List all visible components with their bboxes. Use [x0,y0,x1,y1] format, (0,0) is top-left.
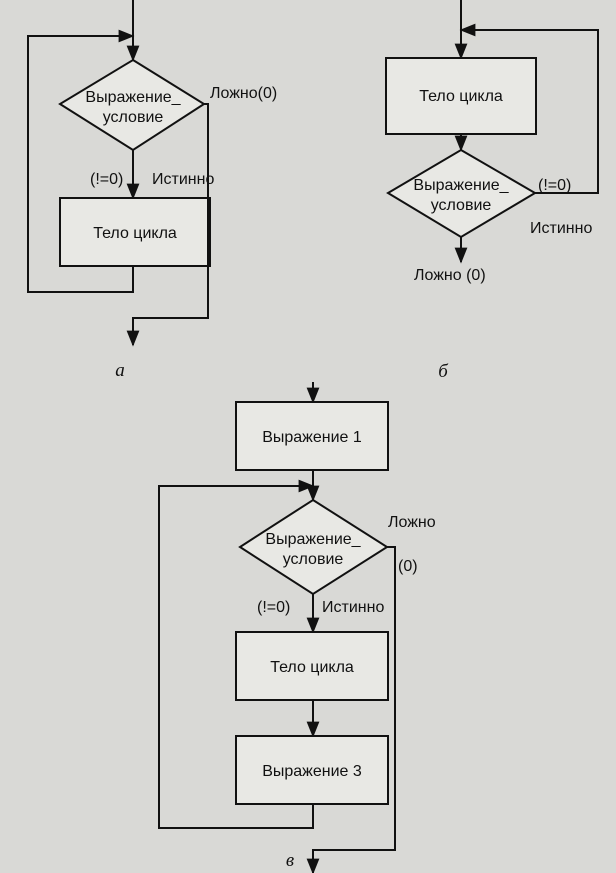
flowchart-c-labels: Выражение 1 Выражение_ условие Ложно (0)… [257,429,436,871]
flowchart-c [158,382,396,873]
c-expr3-label: Выражение 3 [262,763,362,780]
c-condition-text-line2: условие [283,551,344,568]
b-loop-back-line [459,23,599,194]
c-false-exit-line [306,546,396,873]
a-loop-back-line [27,29,135,293]
c-expr1-label: Выражение 1 [262,429,362,446]
a-false-exit-line [126,103,209,347]
a-false-label: Ложно(0) [210,85,277,102]
c-caption: в [286,850,294,871]
b-true-label: (!=0) [538,177,571,194]
a-caption: а [115,360,125,381]
b-caption: б [438,361,449,382]
flowchart-a-labels: Выражение_ условие Ложно(0) (!=0) Истинн… [85,85,277,381]
b-true-word: Истинно [530,220,592,237]
b-condition-text-line2: условие [431,197,492,214]
c-false-value: (0) [398,558,418,575]
flowchart-b-labels: Тело цикла Выражение_ условие (!=0) Исти… [413,88,592,382]
c-condition-text-line1: Выражение_ [265,531,361,548]
b-body-box [385,57,537,135]
b-condition-text-line1: Выражение_ [413,177,509,194]
c-false-label: Ложно [388,514,436,531]
a-condition-text-line1: Выражение_ [85,89,181,106]
a-true-label: (!=0) [90,171,123,188]
a-true-word: Истинно [152,171,214,188]
c-loop-back-line [158,479,315,829]
c-expr3-box [235,735,389,805]
b-body-label: Тело цикла [419,88,503,105]
c-body-box [235,631,389,701]
flowchart-a [27,0,211,347]
flowchart-b [385,0,599,264]
c-true-label: (!=0) [257,599,290,616]
c-body-label: Тело цикла [270,659,354,676]
c-expr1-box [235,401,389,471]
a-body-label: Тело цикла [93,225,177,242]
a-body-box [59,197,211,267]
b-false-label: Ложно (0) [414,267,486,284]
c-true-word: Истинно [322,599,384,616]
a-condition-text-line2: условие [103,109,164,126]
